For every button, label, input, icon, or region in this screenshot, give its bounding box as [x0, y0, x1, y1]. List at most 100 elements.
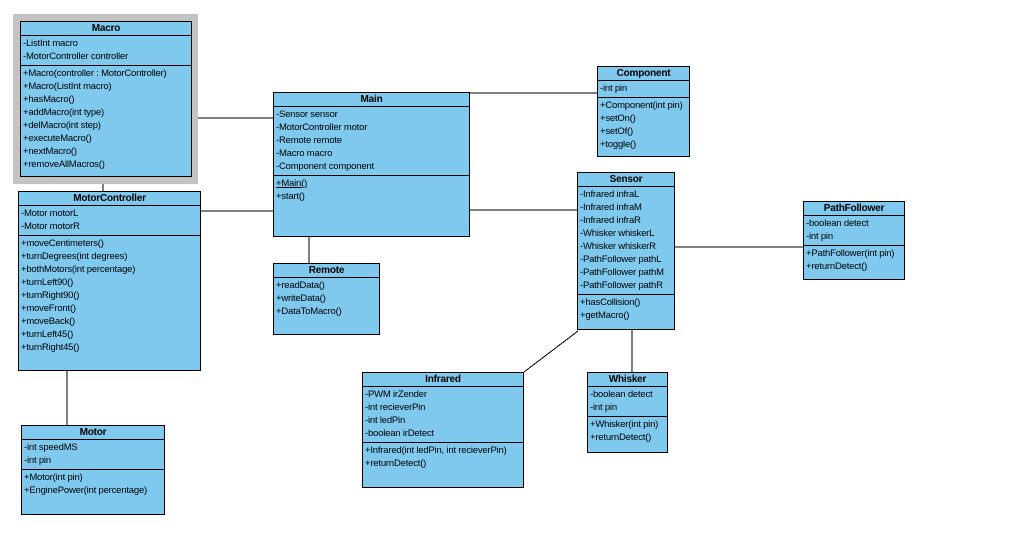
class-attributes: -int pin: [598, 81, 689, 98]
member-line: -MotorController motor: [276, 122, 368, 133]
member-line: -boolean detect: [590, 389, 653, 400]
member-line: +getMacro(): [580, 310, 630, 321]
member-line: +bothMotors(int percentage): [21, 264, 136, 275]
member-line: +Component(int pin): [600, 100, 683, 111]
member-line: -Remote remote: [276, 135, 342, 146]
member-line: +setOn(): [600, 113, 636, 124]
member-line: +moveCentimeters(): [21, 238, 104, 249]
class-title: Remote: [274, 264, 379, 278]
class-methods: +Infrared(int ledPin, int recieverPin) +r…: [363, 443, 523, 487]
connection-sensor-infrared[interactable]: [523, 330, 579, 373]
class-attributes: -boolean detect -int pin: [588, 387, 667, 417]
member-line: -boolean detect: [806, 218, 869, 229]
class-methods: +moveCentimeters() +turnDegrees(int degre…: [19, 236, 200, 370]
member-line: +Macro(controller : MotorController): [23, 68, 167, 79]
member-line: +turnRight45(): [21, 342, 80, 353]
class-methods: +Whisker(int pin) +returnDetect(): [588, 417, 667, 452]
member-line: +setOf(): [600, 126, 633, 137]
class-methods: +hasCollision() +getMacro(): [578, 295, 674, 329]
class-title: Component: [598, 67, 689, 81]
member-line: -Whisker whiskerR: [580, 241, 656, 252]
member-line: +nextMacro(): [23, 146, 77, 157]
member-line: -int speedMS: [24, 442, 78, 453]
member-line: -Motor motorL: [21, 208, 79, 219]
class-box-main[interactable]: Main -Sensor sensor -MotorController moto…: [273, 92, 470, 237]
member-line: +turnRight90(): [21, 290, 80, 301]
member-line: +toggle(): [600, 139, 636, 150]
class-attributes: -Infrared infraL-Infrared infraM-Infrare…: [578, 187, 674, 295]
member-line: +DataToMacro(): [276, 306, 342, 317]
member-line: +turnLeft45(): [21, 329, 74, 340]
class-title: Whisker: [588, 373, 667, 387]
class-title: Macro: [21, 22, 191, 36]
member-line: -MotorController controller: [23, 51, 128, 62]
member-line: +hasMacro(): [23, 94, 75, 105]
class-attributes: -ListInt macro -MotorController controlle…: [21, 36, 191, 66]
member-line: -Motor motorR: [21, 221, 80, 232]
member-line: +Infrared(int ledPin, int recieverPin): [365, 445, 507, 456]
class-title: Infrared: [363, 373, 523, 387]
class-box-component[interactable]: Component -int pin +Component(int pin) +s…: [597, 66, 690, 157]
member-line: +hasCollision(): [580, 297, 641, 308]
class-methods: +Main() +start(): [274, 176, 469, 236]
member-line: -Infrared infraL: [580, 189, 640, 200]
class-box-pathfollower[interactable]: PathFollower -boolean detect -int pin +Pa…: [803, 201, 905, 280]
member-line: -PathFollower pathR: [580, 280, 663, 291]
member-line: +moveBack(): [21, 316, 76, 327]
member-line: -PathFollower pathL: [580, 254, 662, 265]
class-title: MotorController: [19, 192, 200, 206]
class-title: Sensor: [578, 173, 674, 187]
member-line: -Sensor sensor: [276, 109, 338, 120]
class-box-sensor[interactable]: Sensor -Infrared infraL-Infrared infraM-…: [577, 172, 675, 330]
member-line: +returnDetect(): [365, 458, 427, 469]
class-attributes: -Motor motorL -Motor motorR: [19, 206, 200, 236]
member-line: -int ledPin: [365, 415, 406, 426]
class-methods: +Macro(controller : MotorController) +Mac…: [21, 66, 191, 176]
member-line: +executeMacro(): [23, 133, 92, 144]
member-line: -Component component: [276, 161, 374, 172]
member-line: -PathFollower pathM: [580, 267, 664, 278]
member-line: +start(): [276, 191, 305, 202]
member-line: -int pin: [24, 455, 51, 466]
member-line: -Infrared infraR: [580, 215, 641, 226]
member-line: -Macro macro: [276, 148, 333, 159]
member-line: -int pin: [590, 402, 617, 413]
member-line: -int pin: [600, 83, 627, 94]
class-box-motorcontroller[interactable]: MotorController -Motor motorL-Motor moto…: [18, 191, 201, 371]
class-methods: +readData() +writeData() +DataToMacro(): [274, 278, 379, 334]
member-line: -Whisker whiskerL: [580, 228, 655, 239]
class-box-infrared[interactable]: Infrared -PWM irZender -int recieverPin -i…: [362, 372, 524, 488]
class-box-remote[interactable]: Remote +readData() +writeData() +DataToMac…: [273, 263, 380, 335]
member-line: +turnLeft90(): [21, 277, 74, 288]
class-box-whisker[interactable]: Whisker -boolean detect -int pin +Whisker…: [587, 372, 668, 453]
class-title: Main: [274, 93, 469, 107]
class-box-macro[interactable]: Macro -ListInt macro -MotorController con…: [20, 21, 192, 177]
class-title: Motor: [22, 426, 164, 440]
member-line: -boolean irDetect: [365, 428, 434, 439]
member-line: +Motor(int pin): [24, 472, 83, 483]
class-methods: +PathFollower(int pin)+returnDetect(): [804, 246, 904, 279]
member-line: -int pin: [806, 231, 833, 242]
member-line: +Main(): [276, 178, 308, 189]
class-attributes: -boolean detect -int pin: [804, 216, 904, 246]
member-line: +addMacro(int type): [23, 107, 104, 118]
member-line: +Macro(ListInt macro): [23, 81, 112, 92]
class-methods: +Component(int pin) +setOn() +setOf() +togg…: [598, 98, 689, 156]
class-methods: +Motor(int pin)+EnginePower(int percenta…: [22, 470, 164, 514]
member-line: +turnDegrees(int degrees): [21, 251, 128, 262]
member-line: +removeAllMacros(): [23, 159, 105, 170]
member-line: -ListInt macro: [23, 38, 78, 49]
class-title: PathFollower: [804, 202, 904, 216]
class-box-motor[interactable]: Motor -int speedMS -int pin +Motor(int pi…: [21, 425, 165, 515]
member-line: +Whisker(int pin): [590, 419, 659, 430]
member-line: -PWM irZender: [365, 389, 427, 400]
member-line: +readData(): [276, 280, 325, 291]
class-attributes: -Sensor sensor -MotorController motor -Rem…: [274, 107, 469, 176]
member-line: -int recieverPin: [365, 402, 426, 413]
member-line: +writeData(): [276, 293, 326, 304]
member-line: +delMacro(int step): [23, 120, 101, 131]
member-line: +moveFront(): [21, 303, 76, 314]
member-line: +returnDetect(): [590, 432, 652, 443]
